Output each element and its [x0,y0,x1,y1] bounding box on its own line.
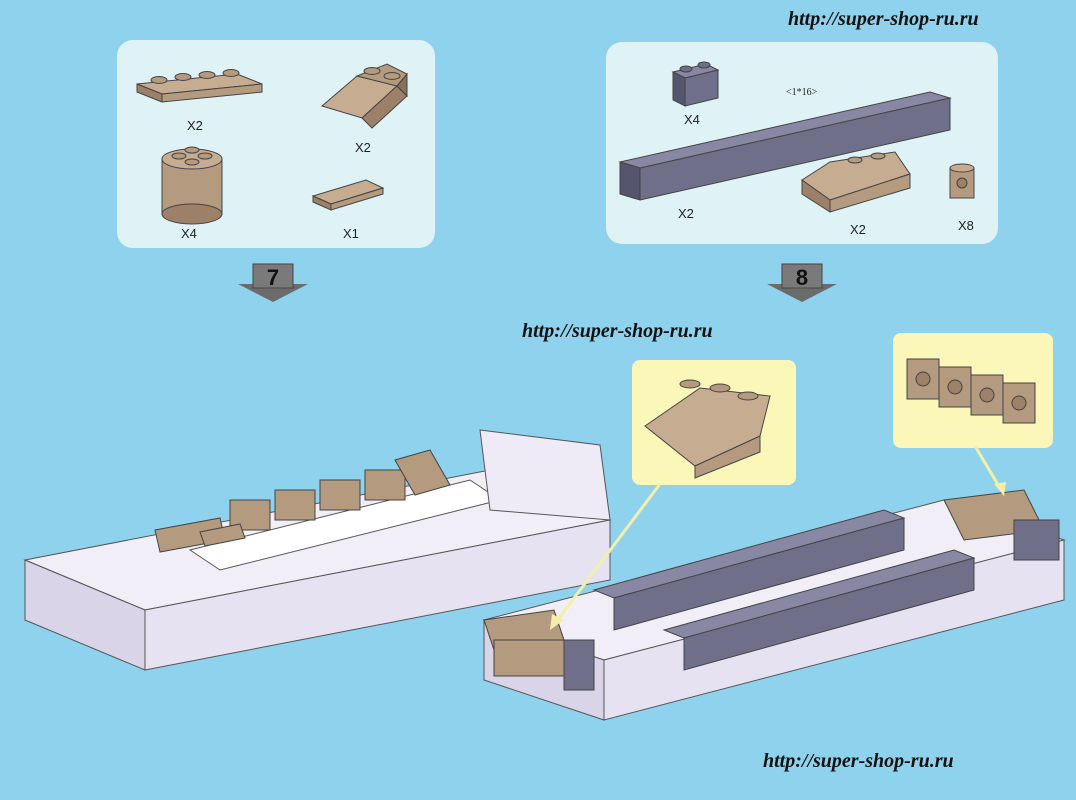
brick-1x1-stud-side-tan-image [949,163,975,199]
step7-parts-panel: X2 X2 X4 X1 [117,40,435,248]
watermark-url-top: http://super-shop-ru.ru [788,8,979,30]
slope-2x2-tan-image [320,63,408,129]
step8-assembly-model [482,489,1066,721]
step7-qty-plate: X2 [187,118,203,133]
tile-1x2-tan-image [311,179,385,211]
step8-size-note: <1*16> [786,87,818,98]
callout-slope-detail [632,360,796,485]
step7-qty-tile: X1 [343,226,359,241]
watermark-url-bottom: http://super-shop-ru.ru [763,750,954,772]
callout-stud-side-detail [893,333,1053,448]
step8-parts-panel: X4 <1*16> X2 X2 X8 [606,42,998,244]
step8-qty-slope: X2 [850,222,866,237]
slope-2x3-tan-image [801,151,911,213]
watermark-url-middle: http://super-shop-ru.ru [522,320,713,342]
step7-qty-slope: X2 [355,140,371,155]
step7-assembly-model [23,429,612,671]
plate-1x4-tan-image [136,69,263,103]
slope-2x3-tan-callout-image [644,379,771,479]
stud-side-bricks-callout-image [906,358,1036,424]
step7-arrow: 7 [238,263,308,302]
step7-qty-round: X4 [181,226,197,241]
step8-number: 8 [796,265,808,290]
step8-arrow: 8 [767,263,837,302]
brick-1x16-gray-image [618,91,952,201]
step8-qty-brick-small: X4 [684,112,700,127]
step8-qty-stud-side: X8 [958,218,974,233]
brick-1x2-gray-image [671,61,720,107]
step8-qty-long-brick: X2 [678,206,694,221]
round-brick-2x2-tan-image [161,146,223,225]
step7-number: 7 [267,265,279,290]
